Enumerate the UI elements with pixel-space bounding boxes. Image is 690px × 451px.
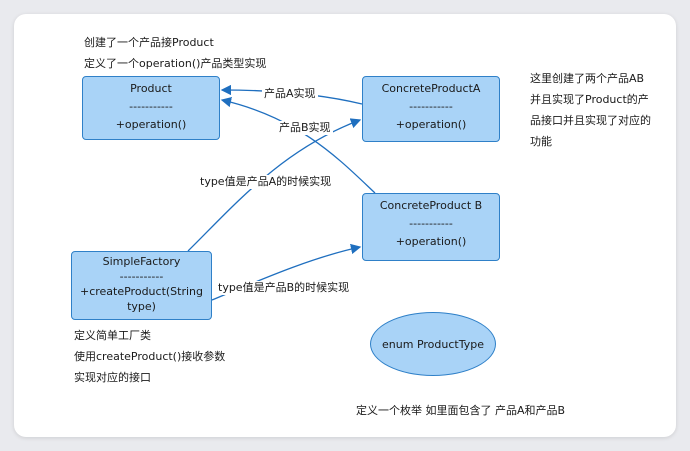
edge-label-product-a-impl: 产品A实现: [262, 87, 318, 101]
concrete-note: 这里创建了两个产品AB 并且实现了Product的产 品接口并且实现了对应的 功…: [530, 68, 651, 152]
factory-note-line2: 使用createProduct()接收参数: [74, 350, 226, 363]
product-note: 创建了一个产品接Product 定义了一个operation()产品类型实现: [84, 32, 266, 74]
factory-note-line1: 定义简单工厂类: [74, 329, 151, 342]
concrete-product-b-separator: -----------: [409, 217, 453, 230]
simple-factory-method-line1: +createProduct(String: [79, 285, 204, 298]
edge-label-type-b: type值是产品B的时候实现: [216, 281, 352, 295]
concrete-product-b-node[interactable]: ConcreteProduct B ----------- +operation…: [362, 193, 500, 261]
product-note-line1: 创建了一个产品接Product: [84, 36, 214, 49]
product-node-separator: -----------: [129, 100, 173, 113]
concrete-note-line4: 功能: [530, 135, 552, 148]
concrete-product-a-method: +operation(): [395, 118, 467, 131]
concrete-note-line1: 这里创建了两个产品AB: [530, 72, 645, 85]
concrete-product-b-name: ConcreteProduct B: [379, 199, 483, 212]
concrete-product-a-separator: -----------: [409, 100, 453, 113]
edge-label-product-b-impl: 产品B实现: [277, 121, 333, 135]
simple-factory-name: SimpleFactory: [102, 255, 181, 268]
edge-concrete-b-to-product: [220, 96, 376, 194]
factory-note-line3: 实现对应的接口: [74, 371, 151, 384]
simple-factory-node[interactable]: SimpleFactory ----------- +createProduct…: [71, 251, 212, 320]
concrete-product-b-method: +operation(): [395, 235, 467, 248]
concrete-product-a-name: ConcreteProductA: [381, 82, 481, 95]
simple-factory-method-line2: type): [127, 300, 156, 313]
product-note-line2: 定义了一个operation()产品类型实现: [84, 57, 267, 70]
product-node[interactable]: Product ----------- +operation(): [82, 76, 220, 140]
enum-product-type-node[interactable]: enum ProductType: [370, 312, 496, 376]
enum-product-type-name: enum ProductType: [382, 337, 484, 351]
factory-note: 定义简单工厂类 使用createProduct()接收参数 实现对应的接口: [74, 325, 225, 388]
simple-factory-separator: -----------: [119, 270, 164, 283]
enum-note: 定义一个枚举 如里面包含了 产品A和产品B: [356, 404, 566, 417]
product-node-name: Product: [130, 82, 172, 95]
edge-label-type-a: type值是产品A的时候实现: [198, 175, 334, 189]
product-node-method: +operation(): [115, 118, 187, 131]
concrete-note-line3: 品接口并且实现了对应的: [530, 114, 651, 127]
concrete-product-a-node[interactable]: ConcreteProductA ----------- +operation(…: [362, 76, 500, 142]
concrete-note-line2: 并且实现了Product的产: [530, 93, 649, 106]
